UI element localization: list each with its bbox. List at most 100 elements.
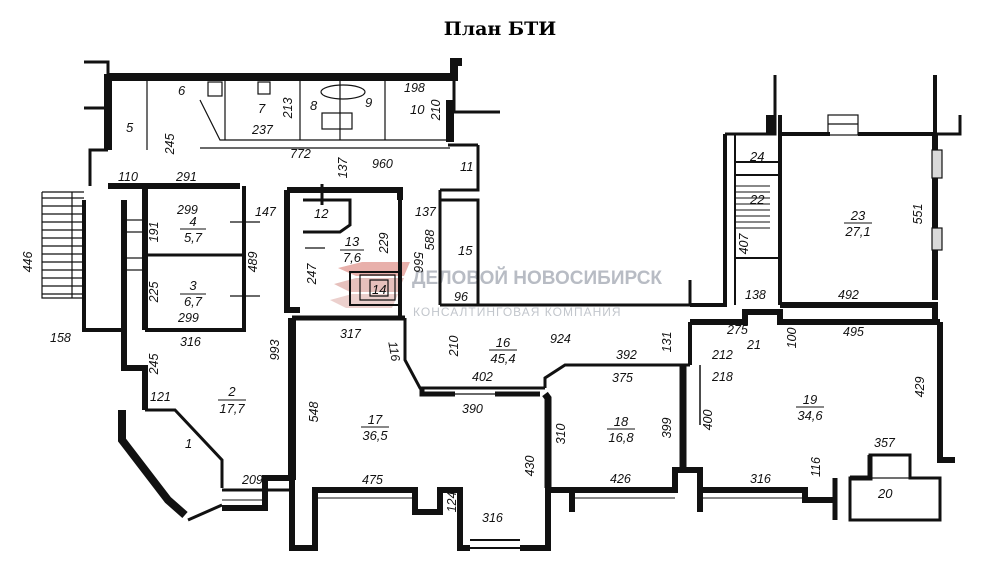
room-23-number: 23 [850,208,866,223]
dimension-label: 402 [472,370,493,384]
room-14-number: 14 [372,282,386,297]
dimension-label: 245 [163,134,177,156]
room-22-number: 22 [749,192,765,207]
room-1-number: 1 [185,436,192,451]
room-7-number: 7 [258,101,266,116]
dimension-label: 407 [737,233,751,255]
dimension-label: 209 [241,473,263,487]
room-6-number: 6 [178,83,186,98]
dimension-label: 110 [118,170,138,184]
walls [41,58,962,551]
room-20-number: 20 [877,486,893,501]
room-2-number: 2 [227,384,236,399]
dimension-label: 566 [411,252,425,273]
dimension-label: 316 [750,472,771,486]
dimension-label: 316 [180,335,201,349]
dimension-label: 426 [610,472,631,486]
dimension-labels: 446 158 110 291 245 772 237 213 198 210 … [21,81,927,525]
dimension-label: 275 [726,323,748,337]
dimension-label: 495 [843,325,864,339]
room-2-area: 17,7 [219,401,245,416]
dimension-label: 96 [454,290,468,304]
room-8-number: 8 [310,98,318,113]
room-9-number: 9 [365,95,372,110]
room-3-area: 6,7 [184,294,203,309]
dimension-label: 247 [305,263,319,286]
dimension-label: 21 [746,338,761,352]
room-4-number: 4 [189,214,196,229]
dimension-label: 229 [377,233,391,255]
dimension-label: 392 [616,348,637,362]
dimension-label: 772 [290,147,311,161]
room-5-number: 5 [126,120,134,135]
dimension-label: 147 [255,205,277,219]
dimension-label: 213 [281,98,295,120]
dimension-label: 218 [711,370,733,384]
dimension-label: 317 [340,327,362,341]
room-24-number: 24 [749,149,764,164]
dimension-label: 212 [711,348,733,362]
dimension-label: 489 [246,252,260,273]
dimension-label: 124 [445,492,459,513]
dimension-label: 375 [612,371,633,385]
watermark-tagline: КОНСАЛТИНГОВАЯ КОМПАНИЯ [413,305,622,319]
room-13-number: 13 [345,234,360,249]
room-10-number: 10 [410,102,425,117]
room-18-area: 16,8 [608,430,634,445]
room-19-area: 34,6 [797,408,823,423]
dimension-label: 299 [177,311,199,325]
fixtures [124,80,943,479]
dimension-label: 121 [150,390,171,404]
room-3-number: 3 [189,278,197,293]
dimension-label: 210 [429,100,443,122]
dimension-label: 225 [147,282,161,304]
dimension-label: 475 [362,473,383,487]
dimension-label: 116 [385,340,402,362]
room-16-number: 16 [496,335,511,350]
room-18-number: 18 [614,414,629,429]
dimension-label: 137 [336,157,350,179]
dimension-label: 430 [523,456,537,477]
room-17-number: 17 [368,412,383,427]
room-4-area: 5,7 [184,230,203,245]
dimension-label: 299 [176,203,198,217]
dimension-label: 137 [415,205,437,219]
room-12-number: 12 [314,206,329,221]
room-11-number: 11 [460,159,474,174]
dimension-label: 429 [913,377,927,398]
room-13-area: 7,6 [343,250,362,265]
dimension-label: 210 [447,336,461,358]
dimension-label: 316 [482,511,503,525]
room-16-area: 45,4 [490,351,515,366]
room-19-number: 19 [803,392,817,407]
dimension-label: 245 [147,354,161,376]
dimension-label: 548 [307,402,321,423]
dimension-label: 138 [745,288,766,302]
dimension-label: 100 [785,328,799,349]
dimension-label: 924 [550,332,571,346]
dimension-label: 400 [701,410,715,431]
dimension-label: 158 [50,331,71,345]
room-labels: 1 2 17,7 3 6,7 4 5,7 5 6 7 8 9 10 11 12 … [126,83,893,501]
dimension-label: 191 [147,222,161,243]
room-23-area: 27,1 [844,224,870,239]
dimension-label: 131 [660,332,674,353]
dimension-label: 237 [251,123,274,137]
dimension-label: 551 [911,204,925,225]
dimension-label: 390 [462,402,483,416]
dimension-label: 960 [372,157,393,171]
dimension-label: 291 [175,170,197,184]
dimension-label: 310 [554,424,568,445]
watermark-name: ДЕЛОВОЙ НОВОСИБИРСК [412,267,662,289]
watermark: ДЕЛОВОЙ НОВОСИБИРСК КОНСАЛТИНГОВАЯ КОМПА… [330,262,662,319]
dimension-label: 357 [874,436,896,450]
plan-title: План БТИ [443,18,557,40]
dimension-label: 993 [268,340,282,361]
dimension-label: 116 [809,457,823,477]
room-15-number: 15 [458,243,473,258]
dimension-label: 588 [423,230,437,251]
dimension-label: 492 [838,288,859,302]
room-17-area: 36,5 [362,428,388,443]
dimension-label: 446 [21,252,35,273]
